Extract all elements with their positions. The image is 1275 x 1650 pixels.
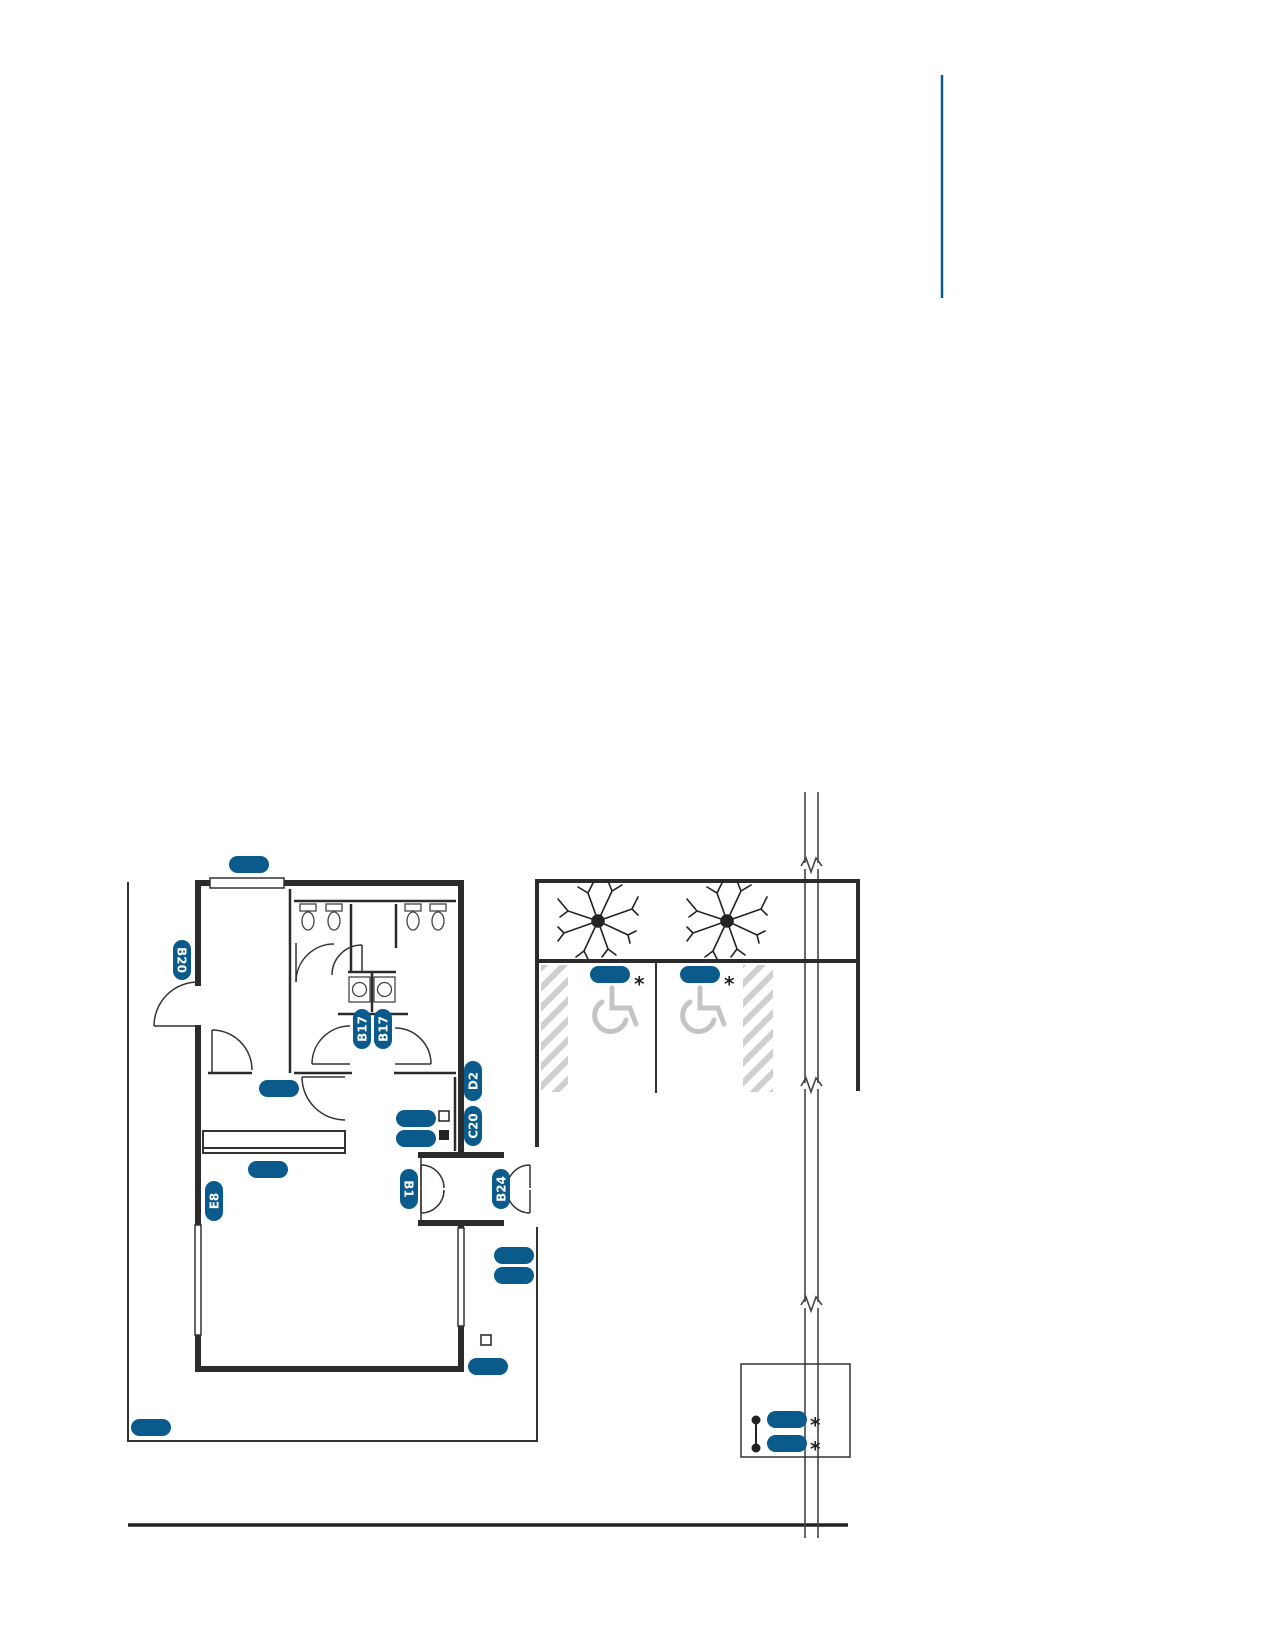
svg-text:B20: B20	[175, 947, 189, 973]
svg-text:B1: B1	[402, 1180, 416, 1198]
toilet-icon	[299, 903, 447, 931]
asterisk-note: *	[810, 1413, 821, 1437]
label-b1: B1	[400, 1169, 418, 1209]
asterisk-note: *	[724, 972, 735, 996]
marker-outline	[438, 1110, 450, 1122]
label-c20: C20	[464, 1106, 482, 1146]
label-b24: B24	[492, 1169, 510, 1209]
windows	[194, 877, 465, 1336]
svg-text:D2: D2	[467, 1072, 481, 1090]
label-d2: D2	[464, 1061, 482, 1101]
svg-text:B17: B17	[356, 1016, 370, 1042]
interior-walls	[208, 889, 457, 1151]
label-b17-left: B17	[353, 1009, 371, 1049]
tree-icon	[557, 880, 768, 960]
sink-icon	[348, 976, 396, 1003]
svg-text:B24: B24	[495, 1176, 509, 1202]
label-b17-right: B17	[374, 1009, 392, 1049]
asterisk-note: *	[634, 972, 645, 996]
door-swings	[153, 943, 531, 1214]
label-b20: B20	[173, 940, 191, 980]
svg-text:B17: B17	[377, 1016, 391, 1042]
marker-outline	[480, 1334, 492, 1346]
svg-text:E8: E8	[208, 1193, 222, 1210]
parking-structure	[535, 879, 860, 1147]
svg-text:C20: C20	[467, 1113, 481, 1139]
site-boundary	[127, 882, 538, 1442]
bike-rack-icon	[751, 1415, 761, 1453]
hatched-aisle	[541, 965, 568, 1092]
asterisk-note: *	[810, 1437, 821, 1461]
hatched-aisle	[743, 965, 773, 1092]
marker-filled	[439, 1130, 449, 1140]
counter	[202, 1130, 346, 1154]
tag-pills	[131, 856, 807, 1452]
label-e8: E8	[205, 1181, 223, 1221]
bike-rack-area	[740, 1363, 851, 1458]
